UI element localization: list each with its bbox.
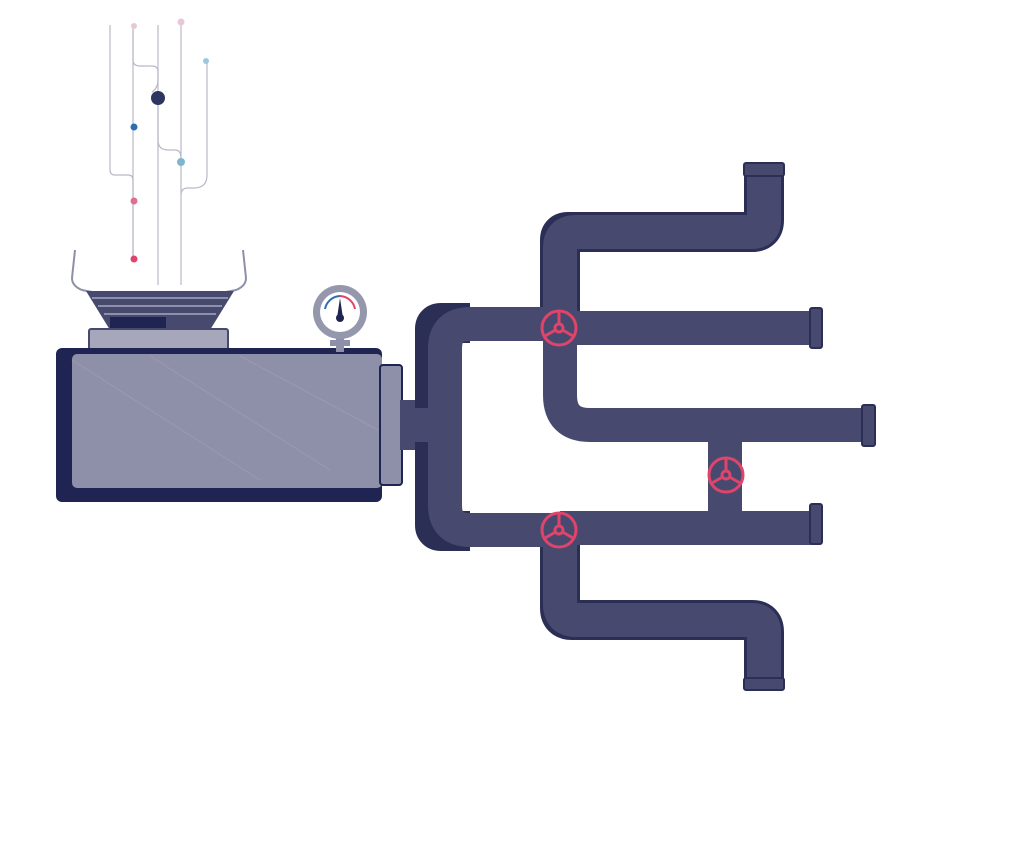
pipe-outlet [743,677,785,691]
valve-wheel-icon [540,511,578,549]
data-particle [130,197,138,205]
data-particle [177,158,185,166]
pipe-network [400,162,876,691]
pipe-outlet [743,162,785,177]
valve-wheel-icon [707,456,745,494]
data-particles [130,18,209,263]
valve-wheel-icon [540,309,578,347]
data-particle [130,123,138,131]
data-particle [130,255,138,263]
machine-body [56,348,430,502]
data-stream-lines [109,25,208,285]
pipe-outlet [861,404,876,447]
pressure-gauge-icon [313,285,367,352]
valves [540,309,745,549]
hopper [70,249,248,354]
data-particle [177,18,185,26]
data-particle [151,91,165,105]
pipe-outlet [809,503,823,545]
data-particle [203,58,209,64]
pipe-outlet [809,307,823,349]
data-particle [131,23,137,29]
